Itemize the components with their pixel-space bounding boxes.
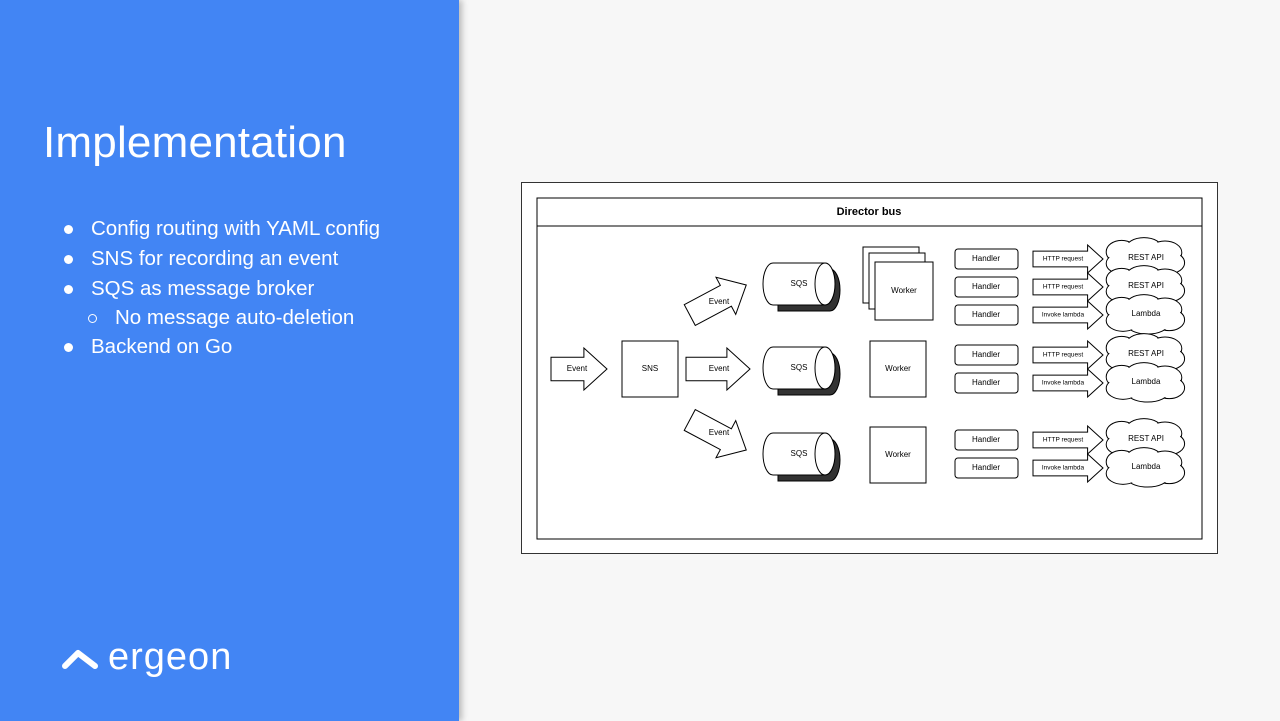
action-arrow [1032, 243, 1104, 275]
bullet-dot-icon [64, 285, 73, 294]
sns-box [621, 340, 679, 398]
sqs-queue-icon [762, 262, 841, 312]
sqs-label: SQS [791, 449, 808, 458]
left-panel: Implementation Config routing with YAML … [0, 0, 459, 721]
bullet-dot-icon [64, 255, 73, 264]
target-cloud-icon [1105, 294, 1186, 335]
bullet-item: Config routing with YAML config [64, 214, 380, 244]
target-cloud-icon [1105, 362, 1186, 403]
action-label: HTTP request [1043, 352, 1084, 359]
handler-label: Handler [972, 378, 1000, 387]
bullet-item: SQS as message broker [64, 274, 380, 304]
event-arrow [685, 346, 751, 392]
target-label: Lambda [1132, 377, 1161, 386]
handler-box [954, 276, 1019, 298]
sqs-queue-icon [762, 432, 841, 482]
action-arrow [1032, 339, 1104, 371]
bullet-item: Backend on Go [64, 332, 380, 362]
bullet-dot-icon [64, 343, 73, 352]
handler-box [954, 457, 1019, 479]
action-label: Invoke lambda [1042, 380, 1085, 387]
bullet-item: SNS for recording an event [64, 244, 380, 274]
event-label: Event [709, 364, 730, 373]
target-cloud-icon [1105, 447, 1186, 488]
source-event-arrow [550, 346, 608, 392]
worker-box [869, 340, 927, 398]
action-arrow [1032, 271, 1104, 303]
target-label: Lambda [1132, 309, 1161, 318]
action-label: HTTP request [1043, 256, 1084, 263]
sqs-label: SQS [791, 363, 808, 372]
sqs-label: SQS [791, 279, 808, 288]
action-label: Invoke lambda [1042, 465, 1085, 472]
sns-label: SNS [642, 364, 658, 373]
action-label: Invoke lambda [1042, 312, 1085, 319]
target-cloud-icon [1105, 418, 1186, 459]
target-label: REST API [1128, 281, 1164, 290]
event-arrow [683, 276, 747, 327]
action-arrow [1032, 367, 1104, 399]
handler-box [954, 429, 1019, 451]
handler-label: Handler [972, 435, 1000, 444]
handler-box [954, 248, 1019, 270]
handler-label: Handler [972, 254, 1000, 263]
target-cloud-icon [1105, 265, 1186, 306]
worker-box [874, 261, 934, 321]
worker-label: Worker [891, 286, 917, 295]
handler-label: Handler [972, 463, 1000, 472]
bullet-list: Config routing with YAML config SNS for … [64, 214, 380, 362]
sqs-queue-icon [762, 346, 841, 396]
action-arrow [1032, 452, 1104, 484]
action-arrow [1032, 299, 1104, 331]
target-label: REST API [1128, 349, 1164, 358]
handler-box [954, 372, 1019, 394]
target-label: REST API [1128, 253, 1164, 262]
worker-label: Worker [885, 450, 911, 459]
worker-label: Worker [885, 364, 911, 373]
logo-text: ergeon [108, 636, 233, 678]
target-label: REST API [1128, 434, 1164, 443]
target-label: Lambda [1132, 462, 1161, 471]
hollow-bullet-icon [88, 314, 97, 323]
action-label: HTTP request [1043, 284, 1084, 291]
handler-label: Handler [972, 350, 1000, 359]
event-arrow [683, 408, 747, 459]
diagram-title: Director bus [837, 206, 902, 218]
handler-box [954, 344, 1019, 366]
handler-box [954, 304, 1019, 326]
source-event-label: Event [567, 364, 588, 373]
event-label: Event [709, 428, 730, 437]
worker-box [869, 426, 927, 484]
event-label: Event [709, 297, 730, 306]
slide-title: Implementation [43, 118, 347, 167]
ergeon-logo: ergeon [62, 636, 232, 679]
handler-label: Handler [972, 282, 1000, 291]
handler-label: Handler [972, 310, 1000, 319]
bullet-dot-icon [64, 225, 73, 234]
action-label: HTTP request [1043, 437, 1084, 444]
chevron-up-logo-icon [62, 649, 98, 669]
action-arrow [1032, 424, 1104, 456]
sub-bullet-item: No message auto-deletion [88, 304, 380, 332]
